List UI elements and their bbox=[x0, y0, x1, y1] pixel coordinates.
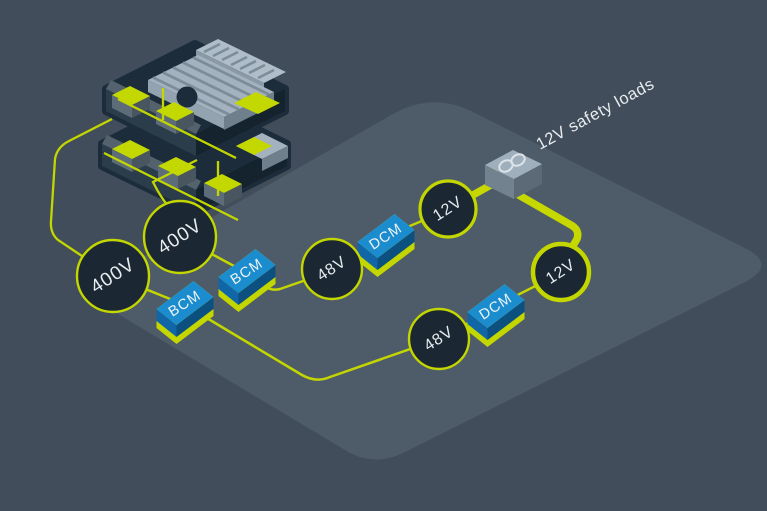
node-12v-upper: 12V bbox=[418, 179, 478, 239]
battery-module-upper bbox=[102, 39, 289, 160]
node-12v-lower: 12V bbox=[530, 241, 592, 303]
battery-cells-upper bbox=[112, 86, 280, 134]
safety-load-cube bbox=[485, 150, 542, 199]
platform bbox=[93, 102, 762, 460]
node-48v-lower: 48V bbox=[407, 307, 471, 371]
dcm-box-upper: DCM bbox=[357, 214, 415, 277]
hv-wire-left bbox=[49, 117, 113, 259]
bcm-box-upper: BCM bbox=[218, 249, 276, 312]
battery-rack-illustration bbox=[49, 39, 291, 259]
linked-rings-icon bbox=[498, 153, 526, 173]
dcm-box-lower: DCM bbox=[467, 284, 525, 347]
node-400v-upper: 400V bbox=[142, 199, 218, 275]
node-48v-upper: 48V bbox=[300, 237, 364, 301]
node-400v-lower: 400V bbox=[75, 238, 151, 314]
lid-notch bbox=[176, 86, 198, 108]
battery-cells-lower bbox=[112, 137, 272, 206]
